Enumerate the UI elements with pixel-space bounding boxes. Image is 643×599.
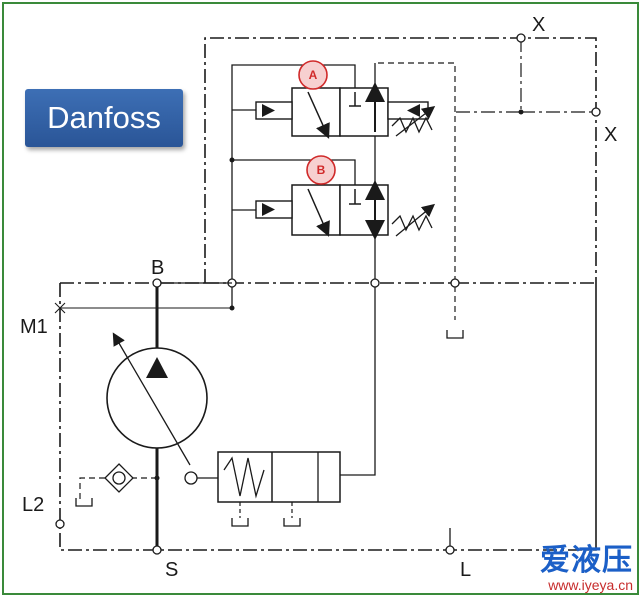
port-b-label: B [151, 257, 164, 279]
marker-a-circle [298, 60, 328, 90]
drain-node [450, 278, 460, 288]
m1-cross-b [54, 302, 66, 314]
port-b-node [152, 278, 162, 288]
watermark-brand-text: 爱液压 [540, 543, 633, 578]
check-valve-ball [112, 471, 126, 485]
servo-piston [184, 451, 341, 527]
variable-displacement-arrow [112, 332, 191, 466]
port-x-right-node [591, 107, 601, 117]
port-l2-node [55, 519, 65, 529]
brand-logo-badge: Danfoss [25, 89, 183, 147]
port-x-top-node [516, 33, 526, 43]
tank-symbol-check [75, 498, 93, 507]
pilot-line-x [455, 38, 596, 113]
marker-b-circle [306, 155, 336, 185]
watermark: 爱液压 www.iyeya.cn [540, 543, 633, 594]
port-s-label: S [165, 559, 178, 581]
marker-a-label: A [309, 68, 318, 82]
check-valve-line [79, 477, 157, 500]
marker-b-label: B [317, 163, 326, 177]
servo-line-node [370, 278, 380, 288]
compensator-valve-b [255, 180, 436, 240]
port-s-node [152, 545, 162, 555]
port-x-right-label: X [604, 124, 617, 146]
pump-body [106, 347, 208, 449]
watermark-url: www.iyeya.cn [548, 577, 633, 593]
pilot-junction [518, 109, 524, 115]
servo-control-line [340, 136, 376, 476]
port-m1-label: M1 [20, 316, 48, 338]
junction-b-valve [229, 157, 235, 163]
pump-direction-triangle [146, 357, 168, 378]
port-x-top-label: X [532, 14, 545, 36]
compensator-valve-a [255, 63, 436, 139]
valve-drain-line [378, 62, 456, 320]
port-l-node [445, 545, 455, 555]
port-l2-label: L2 [22, 494, 44, 516]
port-l-label: L [460, 559, 471, 581]
tank-symbol-drain [446, 330, 464, 339]
